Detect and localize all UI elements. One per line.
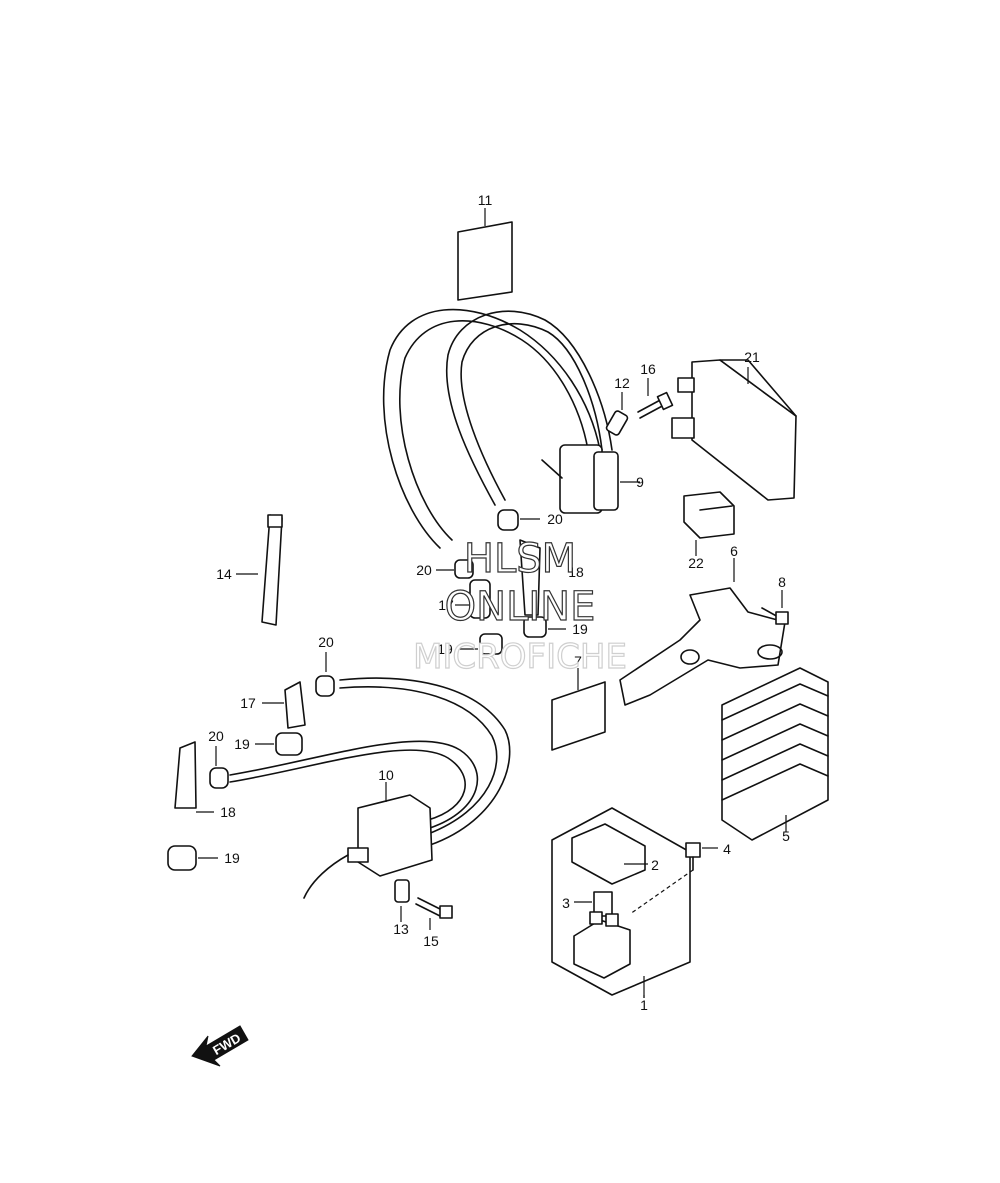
- part-13-collar[interactable]: [394, 879, 410, 922]
- callout-18-center: 18: [568, 564, 584, 580]
- callout-10: 10: [378, 767, 394, 783]
- center-plug-caps[interactable]: [436, 509, 566, 655]
- watermark-line-2: ONLINE: [445, 584, 596, 630]
- part-10-ignition-coil-lower[interactable]: [229, 677, 511, 899]
- part-6-bracket[interactable]: [619, 558, 786, 706]
- callout-13: 13: [393, 921, 409, 937]
- callout-8: 8: [778, 574, 786, 590]
- callout-5: 5: [782, 828, 790, 844]
- callout-12: 12: [614, 375, 630, 391]
- part-15-bolt[interactable]: [415, 897, 453, 930]
- left-plug-caps[interactable]: [167, 652, 335, 871]
- part-3-fuse[interactable]: [574, 891, 613, 917]
- part-21-control-unit[interactable]: [671, 359, 797, 501]
- callout-21: 21: [744, 349, 760, 365]
- part-16-bolt[interactable]: [637, 378, 674, 419]
- watermark-line-3: MICROFICHE: [413, 637, 627, 677]
- callout-14: 14: [216, 566, 232, 582]
- fwd-direction-marker: FWD: [191, 1025, 249, 1067]
- callout-20-center-left: 20: [416, 562, 432, 578]
- callout-22: 22: [688, 555, 704, 571]
- part-7-pad[interactable]: [551, 668, 606, 751]
- relay-body: [573, 911, 631, 979]
- callout-1: 1: [640, 997, 648, 1013]
- callout-19-left-lower: 19: [224, 850, 240, 866]
- part-9-ignition-coil-upper[interactable]: [382, 308, 640, 549]
- callout-20-center-right: 20: [547, 511, 563, 527]
- part-8-bolt[interactable]: [761, 590, 789, 625]
- part-4-bolt[interactable]: [629, 842, 718, 915]
- part-22-connector[interactable]: [683, 491, 735, 556]
- callout-20-left-lower: 20: [208, 728, 224, 744]
- callout-19-center-right: 19: [572, 621, 588, 637]
- part-12-collar[interactable]: [605, 392, 629, 436]
- callout-15: 15: [423, 933, 439, 949]
- callout-7: 7: [574, 653, 582, 669]
- watermark-line-1: HLSM: [464, 536, 576, 582]
- watermark: HLSM ONLINE MICROFICHE: [412, 535, 627, 677]
- callout-labels: 1 2 3 4 5 6 7 8 9 10 11 12 13 14 15 16 1…: [208, 192, 790, 1013]
- callout-6: 6: [730, 543, 738, 559]
- arrow-left-down-icon: [191, 1025, 249, 1067]
- part-2-relay-cover[interactable]: [571, 823, 648, 885]
- callout-19-left-upper: 19: [234, 736, 250, 752]
- callout-9: 9: [636, 474, 644, 490]
- callout-17-center: 17: [438, 597, 454, 613]
- callout-4: 4: [723, 841, 731, 857]
- callout-11: 11: [478, 192, 493, 208]
- part-11-label-sheet[interactable]: [457, 208, 513, 301]
- part-14-cable-tie[interactable]: [236, 514, 283, 626]
- callout-16: 16: [640, 361, 656, 377]
- callout-3: 3: [562, 895, 570, 911]
- callout-19-center-left: 19: [437, 641, 453, 657]
- callout-18-left: 18: [220, 804, 236, 820]
- part-5-regulator[interactable]: [721, 667, 829, 841]
- callout-20-left-upper: 20: [318, 634, 334, 650]
- part-1-starter-relay-assembly[interactable]: [551, 807, 691, 998]
- callout-17-left: 17: [240, 695, 256, 711]
- callout-2: 2: [651, 857, 659, 873]
